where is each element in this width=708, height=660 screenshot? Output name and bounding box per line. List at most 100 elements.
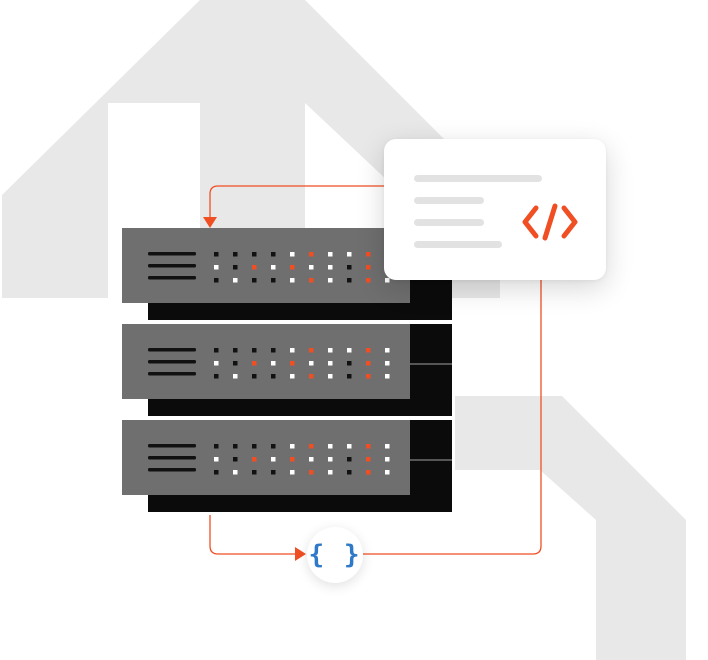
status-led [290,457,295,462]
status-led [290,252,295,257]
status-led [328,252,333,257]
status-led [385,348,390,353]
vent-line [148,264,196,268]
status-led [328,374,333,379]
status-led [385,278,390,283]
status-led [347,361,352,366]
status-led [290,470,295,475]
status-led [233,457,238,462]
status-led [309,374,314,379]
card-text-line [414,219,484,226]
server-2 [122,324,452,416]
status-led [252,444,257,449]
server-3 [122,420,452,512]
status-led [214,348,219,353]
status-led [252,457,257,462]
vent-line [148,468,196,472]
status-led [214,457,219,462]
curly-braces-icon: { } [308,540,362,570]
status-led [233,265,238,270]
status-led [290,278,295,283]
connector-server-to-badge [209,515,296,555]
status-led [328,265,333,270]
status-led [252,278,257,283]
vent-line [148,360,196,364]
status-led [385,457,390,462]
status-led [366,444,371,449]
status-led [328,278,333,283]
status-led [252,348,257,353]
connectors [203,185,542,561]
status-led [347,457,352,462]
status-led [385,361,390,366]
card-text-line [414,241,502,248]
status-led [347,444,352,449]
status-led [233,374,238,379]
status-led [366,278,371,283]
status-led [328,457,333,462]
arrow-head-down [203,217,217,228]
status-led [385,444,390,449]
status-led [290,348,295,353]
status-led [385,470,390,475]
vent-line [148,372,196,376]
card-text-line [414,175,542,182]
status-led [347,252,352,257]
status-led [328,444,333,449]
status-led [252,374,257,379]
status-led [233,278,238,283]
status-led [233,361,238,366]
status-led [309,444,314,449]
status-led [233,470,238,475]
status-led [271,457,276,462]
status-led [252,361,257,366]
status-led [309,278,314,283]
background-arrow-shape-bottom [455,396,686,660]
status-led [328,470,333,475]
status-led [347,348,352,353]
status-led [366,374,371,379]
status-led [271,374,276,379]
card-text-line [414,197,484,204]
code-brackets-icon [522,203,578,241]
status-led [290,361,295,366]
vent-line [148,348,196,352]
status-led [328,361,333,366]
status-led [214,278,219,283]
status-led [271,444,276,449]
status-led [252,265,257,270]
status-led [271,252,276,257]
status-led [233,348,238,353]
background-arrows [2,0,686,660]
status-led [252,470,257,475]
status-led [309,252,314,257]
status-led [271,470,276,475]
status-led [347,265,352,270]
vent-line [148,276,196,280]
status-led [290,374,295,379]
status-led [252,252,257,257]
server-stack [122,228,452,512]
vent-line [148,456,196,460]
background-arrow-shape-top [2,0,500,298]
status-led [347,278,352,283]
connector-card-to-server [209,185,384,217]
arrow-head-right [295,547,306,561]
status-led [214,361,219,366]
vent-line [148,444,196,448]
status-led [366,265,371,270]
status-led [366,470,371,475]
status-led [309,457,314,462]
status-led [214,252,219,257]
status-led [233,444,238,449]
status-led [347,470,352,475]
status-led [385,374,390,379]
status-led [214,265,219,270]
code-card [384,139,606,280]
status-led [271,348,276,353]
status-led [309,470,314,475]
status-led [309,265,314,270]
vent-line [148,252,196,256]
status-led [347,374,352,379]
